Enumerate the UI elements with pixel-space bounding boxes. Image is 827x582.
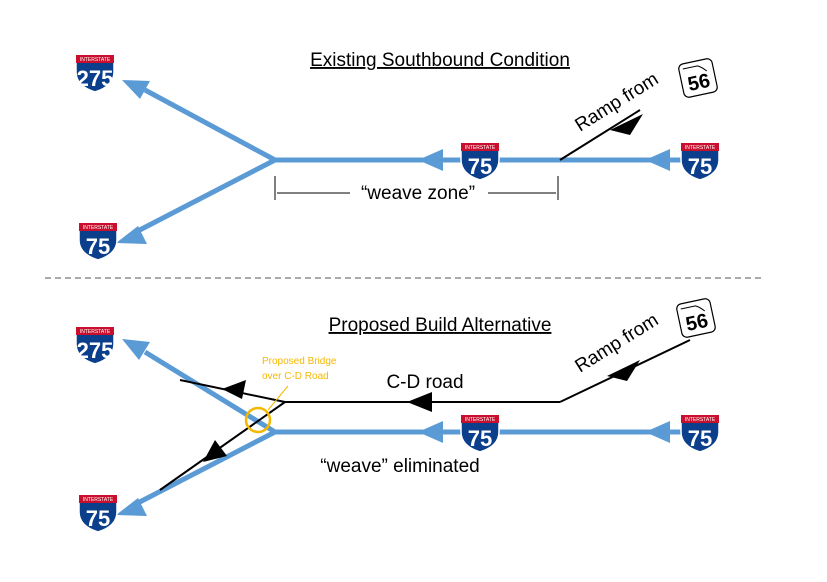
cd-road-arrows [203,360,640,462]
svg-text:75: 75 [468,154,492,179]
sr56-shield-top: 56 [677,57,719,99]
svg-text:75: 75 [86,506,110,531]
bottom-ramp-label: Ramp from [572,310,663,378]
svg-text:275: 275 [77,66,114,91]
svg-text:275: 275 [77,338,114,363]
bottom-flow-arrows [116,339,670,516]
shield-banner: INTERSTATE [83,497,114,503]
top-ramp-label: Ramp from [572,69,663,137]
svg-text:75: 75 [86,234,110,259]
top-flow-arrows [116,80,670,244]
shield-banner: INTERSTATE [80,57,111,63]
i275-shield-top: INTERSTATE 275 [75,54,115,93]
svg-text:56: 56 [686,70,712,96]
weave-zone-dimension [274,176,559,200]
bridge-marker [244,406,272,434]
shield-banner: INTERSTATE [465,145,496,151]
svg-text:75: 75 [688,154,712,179]
bottom-title: Proposed Build Alternative [329,315,552,336]
shield-banner: INTERSTATE [83,225,114,231]
shield-banner: INTERSTATE [685,145,716,151]
sr56-shield-bottom: 56 [675,297,717,339]
top-ramp-arrow [610,114,643,135]
svg-text:75: 75 [468,426,492,451]
weave-eliminated-label: “weave” eliminated [320,456,479,477]
i75-shield-top-mid: INTERSTATE 75 [460,142,500,181]
bridge-label-2: over C-D Road [262,371,329,382]
i75-shield-top-sw: INTERSTATE 75 [78,222,118,261]
bridge-label-1: Proposed Bridge [262,356,337,367]
i75-shield-top-east: INTERSTATE 75 [680,142,720,181]
top-ramp-line [559,109,641,161]
shield-banner: INTERSTATE [80,329,111,335]
i75-shield-bottom-east: INTERSTATE 75 [680,414,720,453]
i275-shield-bottom: INTERSTATE 275 [75,326,115,365]
svg-text:75: 75 [688,426,712,451]
svg-text:56: 56 [684,310,710,336]
i75-shield-bottom-mid: INTERSTATE 75 [460,414,500,453]
top-title: Existing Southbound Condition [310,50,570,71]
weave-zone-label: “weave zone” [361,183,475,204]
bridge-leader [267,385,289,411]
i75-shield-bottom-sw: INTERSTATE 75 [78,494,118,533]
shield-banner: INTERSTATE [685,417,716,423]
shield-banner: INTERSTATE [465,417,496,423]
cd-road-label: C-D road [386,372,463,393]
